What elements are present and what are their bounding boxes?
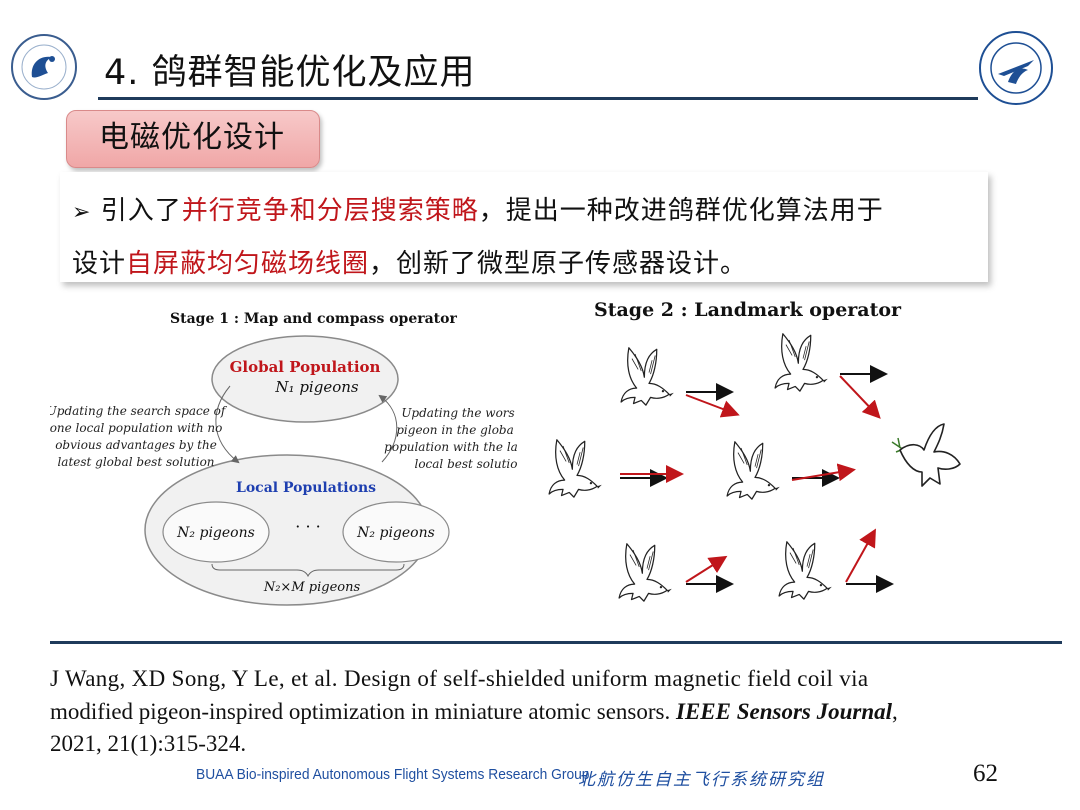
intro-text: ，提出一种改进鸽群优化算法用于 bbox=[479, 196, 884, 226]
left-note-line: one local population with no bbox=[50, 421, 222, 435]
pigeon-icon bbox=[549, 440, 602, 497]
intro-line-2: 设计自屏蔽均匀磁场线圈，创新了微型原子传感器设计。 bbox=[72, 243, 747, 280]
intro-highlight: 并行竞争和分层搜索策略 bbox=[182, 196, 479, 226]
pigeon-icon bbox=[727, 442, 780, 499]
global-population-title: Global Population bbox=[230, 358, 381, 376]
intro-text: 引入了 bbox=[101, 196, 182, 226]
right-note-line: local best solutio bbox=[414, 457, 517, 471]
footer-group-name-en: BUAA Bio-inspired Autonomous Flight Syst… bbox=[196, 766, 589, 783]
left-note-line: obvious advantages by the bbox=[55, 438, 217, 452]
right-note-line: population with the la bbox=[384, 440, 518, 454]
intro-line-1: ➢ 引入了并行竞争和分层搜索策略，提出一种改进鸽群优化算法用于 bbox=[72, 190, 884, 227]
direction-arrow bbox=[840, 376, 878, 416]
dove-with-olive-branch-icon bbox=[892, 424, 960, 486]
stage2-diagram: Stage 2 : Landmark operator bbox=[540, 292, 970, 622]
arrow-bullet-icon: ➢ bbox=[72, 200, 91, 225]
total-pigeons-label: N₂×M pigeons bbox=[263, 580, 361, 595]
direction-arrow bbox=[686, 558, 724, 582]
pigeon-icon bbox=[779, 542, 832, 599]
reference-line-3: 2021, 21(1):315-324. bbox=[50, 731, 246, 757]
stage1-title: Stage 1 : Map and compass operator bbox=[170, 311, 457, 327]
global-population-count: N₁ pigeons bbox=[274, 378, 358, 396]
reference-divider bbox=[50, 641, 1062, 644]
local-node-left-label: N₂ pigeons bbox=[176, 525, 255, 541]
page-title: 4. 鸽群智能优化及应用 bbox=[104, 44, 476, 95]
title-divider bbox=[98, 97, 978, 100]
direction-arrow bbox=[686, 395, 736, 414]
local-node-right-label: N₂ pigeons bbox=[356, 525, 435, 541]
left-note-line: Updating the search space of bbox=[50, 404, 228, 418]
pigeon-icon bbox=[775, 334, 828, 391]
reference-text: modified pigeon-inspired optimization in… bbox=[50, 699, 676, 724]
intro-text: ，创新了微型原子传感器设计。 bbox=[369, 249, 747, 279]
stage1-diagram: Stage 1 : Map and compass operator Globa… bbox=[50, 300, 520, 620]
journal-name: IEEE Sensors Journal bbox=[676, 699, 892, 724]
footer-group-name-cn: 北航仿生自主飞行系统研究组 bbox=[578, 765, 825, 790]
pigeon-icon bbox=[621, 348, 674, 405]
local-populations-title: Local Populations bbox=[236, 480, 376, 496]
left-note-line: latest global best solution bbox=[57, 455, 214, 469]
page-number: 62 bbox=[973, 760, 998, 788]
section-label: 电磁优化设计 bbox=[66, 110, 318, 166]
intro-text: 设计 bbox=[72, 249, 126, 279]
ellipsis: · · · bbox=[295, 517, 320, 536]
reference-line-1: J Wang, XD Song, Y Le, et al. Design of … bbox=[50, 666, 868, 692]
research-group-logo bbox=[10, 33, 78, 101]
reference-line-2: modified pigeon-inspired optimization in… bbox=[50, 699, 898, 725]
direction-arrow bbox=[846, 532, 874, 582]
reference-text: , bbox=[892, 699, 898, 724]
beihang-university-seal bbox=[978, 30, 1054, 106]
pigeon-icon bbox=[619, 544, 672, 601]
right-note-line: pigeon in the globa bbox=[396, 423, 514, 437]
right-note-line: Updating the wors bbox=[401, 406, 514, 420]
stage2-title: Stage 2 : Landmark operator bbox=[594, 299, 902, 321]
intro-highlight: 自屏蔽均匀磁场线圈 bbox=[126, 249, 369, 279]
